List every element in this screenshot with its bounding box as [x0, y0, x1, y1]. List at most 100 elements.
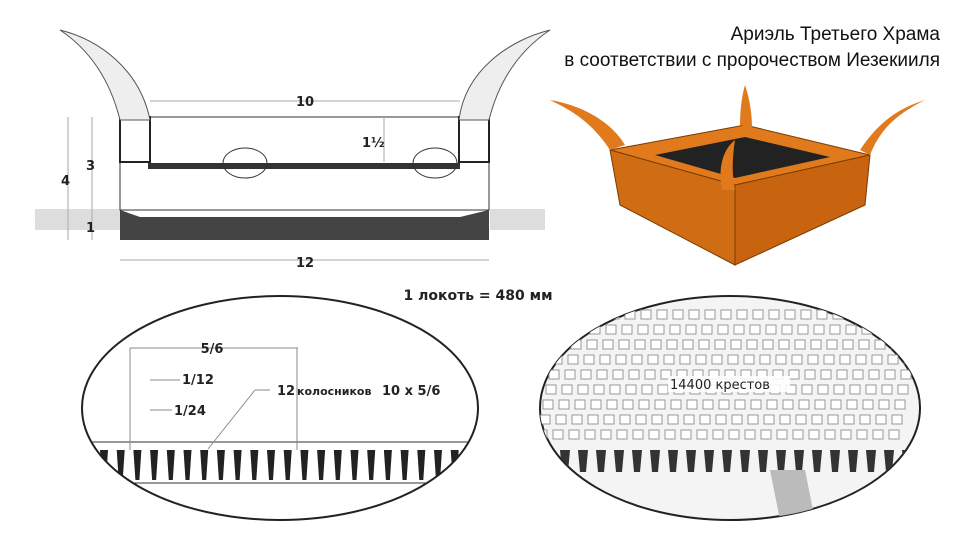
detail-marker-left [222, 147, 268, 179]
grid-cell [715, 414, 727, 425]
title-line-2: в соответствии с пророчеством Иезекииля [564, 50, 940, 71]
grid-cell [605, 324, 617, 335]
grate-bar [596, 450, 606, 472]
grid-cell [590, 399, 602, 410]
grid-cell [782, 399, 794, 410]
grate-bar [283, 450, 292, 480]
grid-cell [784, 309, 796, 320]
dim-bottom: 12 [296, 256, 314, 271]
grid-cell [731, 414, 743, 425]
grid-cell [666, 339, 678, 350]
grid-cell [848, 309, 860, 320]
grate-bar [317, 450, 326, 480]
grid-cell [881, 384, 893, 395]
grate-bar [216, 450, 225, 480]
grid-cell [664, 429, 676, 440]
horn-right [458, 29, 551, 121]
grate-bar [350, 450, 359, 480]
grid-cell [567, 354, 579, 365]
grid-cell [615, 354, 627, 365]
unit-note: 1 локоть = 480 мм [403, 288, 552, 304]
dim-top: 10 [296, 95, 314, 110]
grid-cell [872, 429, 884, 440]
crosses-label: 14400 крестов [670, 378, 770, 393]
grid-cell [833, 384, 845, 395]
grid-cell [698, 339, 710, 350]
grate-bar [300, 450, 309, 480]
grid-cell [750, 399, 762, 410]
grid-cell [858, 339, 870, 350]
grid-cell [810, 339, 822, 350]
grid-cell [808, 429, 820, 440]
grid-cell [763, 414, 775, 425]
grid-cell [900, 369, 912, 380]
grid-cell [599, 354, 611, 365]
grid-cell [540, 369, 544, 380]
grate-bar [794, 450, 804, 472]
grate-bar [367, 450, 376, 480]
grid-cell [702, 399, 714, 410]
grid-cell [548, 369, 560, 380]
cross-section: 10 12 4 3 1 1½ [35, 29, 551, 271]
grid-cell [855, 354, 867, 365]
dim-gap: 1/12 [182, 373, 214, 388]
grid-cell [791, 354, 803, 365]
grid-cell [801, 384, 813, 395]
grid-cell [896, 309, 908, 320]
grid-cell [762, 339, 774, 350]
grid-cell [720, 309, 732, 320]
grid-cell [603, 414, 615, 425]
grid-cell [888, 429, 900, 440]
grid-cell [656, 309, 668, 320]
grid-cell [792, 429, 804, 440]
grid-cell [730, 339, 742, 350]
grid-cell [685, 324, 697, 335]
grate-bar [383, 450, 392, 480]
grid-cell [712, 429, 724, 440]
grid-cell [561, 384, 573, 395]
grid-cell [558, 399, 570, 410]
grate [148, 163, 460, 169]
grid-cell [862, 399, 874, 410]
grid-cell [560, 309, 572, 320]
grid-cell [619, 414, 631, 425]
grate-bar [758, 450, 768, 472]
grid-cell [890, 339, 902, 350]
grid-cell [701, 324, 713, 335]
grid-cell [669, 324, 681, 335]
label-text: колосников [297, 385, 371, 398]
grid-cell [584, 429, 596, 440]
grid-cell [897, 384, 909, 395]
grate-bar [902, 450, 912, 472]
grid-cell [648, 429, 660, 440]
grid-cell [813, 324, 825, 335]
grid-cell [874, 339, 886, 350]
grid-cell [663, 354, 675, 365]
grid-cell [906, 339, 918, 350]
detail-right: 14400 крестов [539, 295, 921, 521]
grate-bar [650, 450, 660, 472]
grid-cell [634, 339, 646, 350]
right-corner-post [458, 116, 490, 163]
grate-bar [866, 450, 876, 472]
grate-bar [100, 450, 108, 480]
grid-cell [903, 354, 915, 365]
grid-cell [571, 414, 583, 425]
label-count: 12 [277, 384, 295, 399]
grate-bar [722, 450, 732, 472]
grid-cell [554, 339, 566, 350]
grid-cell [596, 369, 608, 380]
grid-cell [682, 339, 694, 350]
grid-cell [804, 369, 816, 380]
grid-cell [621, 324, 633, 335]
grid-cell [600, 429, 612, 440]
grate-bar [434, 450, 442, 480]
grid-cell [557, 324, 569, 335]
grate-bar [400, 450, 409, 480]
grid-cell [836, 369, 848, 380]
grid-cell [823, 354, 835, 365]
grid-cell [631, 354, 643, 365]
grid-cell [839, 354, 851, 365]
grid-cell [718, 399, 730, 410]
